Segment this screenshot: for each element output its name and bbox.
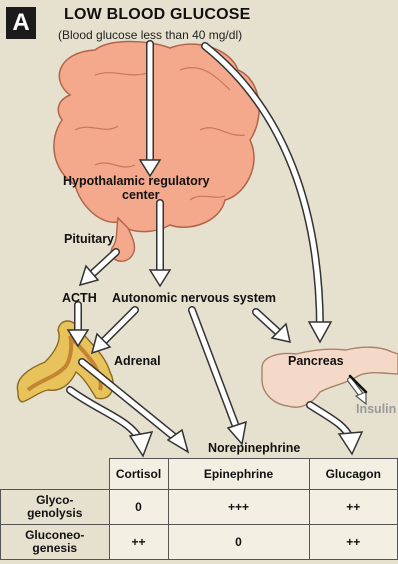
arrow-adrenal-to-cortisol [70, 390, 152, 456]
column-header-cortisol: Cortisol [109, 459, 168, 490]
cell-gluconeogenesis-cortisol: ++ [109, 525, 168, 560]
cell-glycogenolysis-epinephrine: +++ [168, 490, 309, 525]
table-corner [1, 459, 110, 490]
adrenal-gland [17, 321, 113, 402]
table-row: Gluconeo- genesis ++ 0 ++ [1, 525, 398, 560]
row-header-line2: genesis [32, 541, 77, 555]
hypothalamic-label-line2: center [122, 188, 160, 202]
hypothalamic-label-line1: Hypothalamic regulatory [63, 174, 210, 188]
diagram-title: LOW BLOOD GLUCOSE [64, 6, 251, 24]
row-header-gluconeogenesis: Gluconeo- genesis [1, 525, 110, 560]
row-header-line2: genolysis [27, 506, 82, 520]
pancreas-label: Pancreas [288, 354, 344, 368]
arrow-autonomic-to-norepinephrine [192, 310, 246, 444]
table-row: Glyco- genolysis 0 +++ ++ [1, 490, 398, 525]
effects-table: Cortisol Epinephrine Glucagon Glyco- gen… [0, 458, 398, 560]
column-header-glucagon: Glucagon [309, 459, 398, 490]
adrenal-label: Adrenal [114, 354, 161, 368]
arrow-pancreas-to-insulin-blocked [350, 376, 366, 404]
norepinephrine-label: Norepinephrine [208, 441, 300, 455]
cell-gluconeogenesis-glucagon: ++ [309, 525, 398, 560]
row-header-line1: Gluconeo- [25, 528, 84, 542]
cell-gluconeogenesis-epinephrine: 0 [168, 525, 309, 560]
acth-label: ACTH [62, 291, 97, 305]
arrow-pituitary-to-acth [80, 252, 116, 285]
row-header-line1: Glyco- [36, 493, 73, 507]
arrow-autonomic-to-adrenal [92, 310, 135, 353]
arrow-autonomic-to-pancreas [256, 312, 290, 342]
table-header-row: Cortisol Epinephrine Glucagon [1, 459, 398, 490]
autonomic-label: Autonomic nervous system [112, 291, 276, 305]
pituitary-label: Pituitary [64, 232, 114, 246]
insulin-label: Insulin [356, 402, 396, 416]
panel-letter: A [6, 7, 36, 39]
row-header-glycogenolysis: Glyco- genolysis [1, 490, 110, 525]
cell-glycogenolysis-cortisol: 0 [109, 490, 168, 525]
arrow-pancreas-to-glucagon [310, 405, 362, 454]
diagram-subtitle: (Blood glucose less than 40 mg/dl) [58, 28, 242, 42]
column-header-epinephrine: Epinephrine [168, 459, 309, 490]
cell-glycogenolysis-glucagon: ++ [309, 490, 398, 525]
